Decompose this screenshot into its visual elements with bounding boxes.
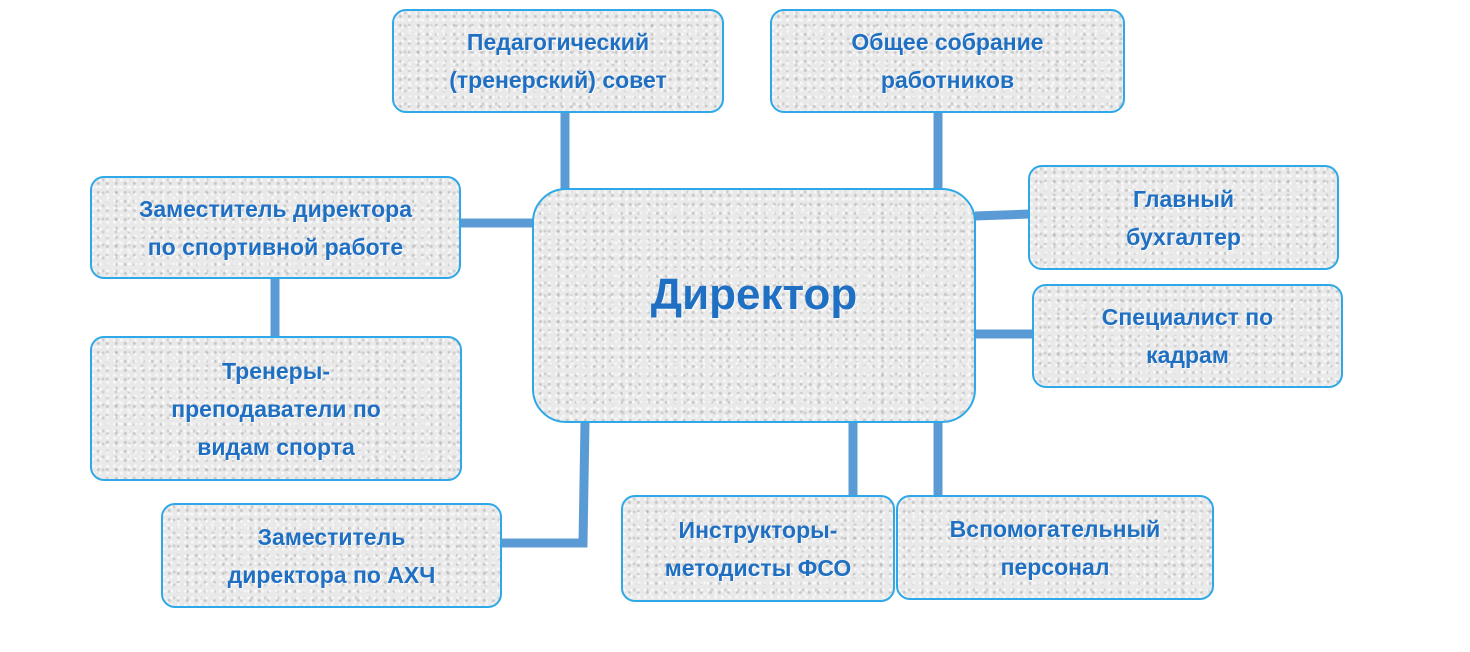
instructors-label: Инструкторы- методисты ФСО [664, 516, 852, 581]
connector-deputy-ahch [500, 421, 590, 548]
general-meeting-label: Общее собрание работников [851, 29, 1044, 93]
director-label: Директор [650, 270, 858, 319]
general-meeting-box: Общее собрание работников [770, 9, 1125, 113]
deputy-sport-label: Заместитель директора по спортивной рабо… [138, 195, 413, 260]
ped-council-box: Педагогический (тренерский) совет [392, 9, 724, 113]
deputy-ahch-label: Заместитель директора по АХЧ [227, 523, 436, 588]
ped-council-label: Педагогический (тренерский) совет [449, 29, 667, 93]
deputy-sport-box: Заместитель директора по спортивной рабо… [90, 176, 461, 279]
chief-accountant-label: Главный бухгалтер [1126, 185, 1241, 250]
support-staff-box: Вспомогательный персонал [896, 495, 1214, 600]
director-box: Директор [532, 188, 976, 423]
chief-accountant-box: Главный бухгалтер [1028, 165, 1339, 270]
hr-specialist-box: Специалист по кадрам [1032, 284, 1343, 388]
instructors-box: Инструкторы- методисты ФСО [621, 495, 895, 602]
support-staff-label: Вспомогательный персонал [949, 515, 1161, 580]
trainers-box: Тренеры- преподаватели по видам спорта [90, 336, 462, 481]
connector-chief-accountant [974, 209, 1031, 221]
trainers-label: Тренеры- преподаватели по видам спорта [171, 357, 381, 460]
deputy-ahch-box: Заместитель директора по АХЧ [161, 503, 502, 608]
hr-specialist-label: Специалист по кадрам [1101, 304, 1274, 368]
